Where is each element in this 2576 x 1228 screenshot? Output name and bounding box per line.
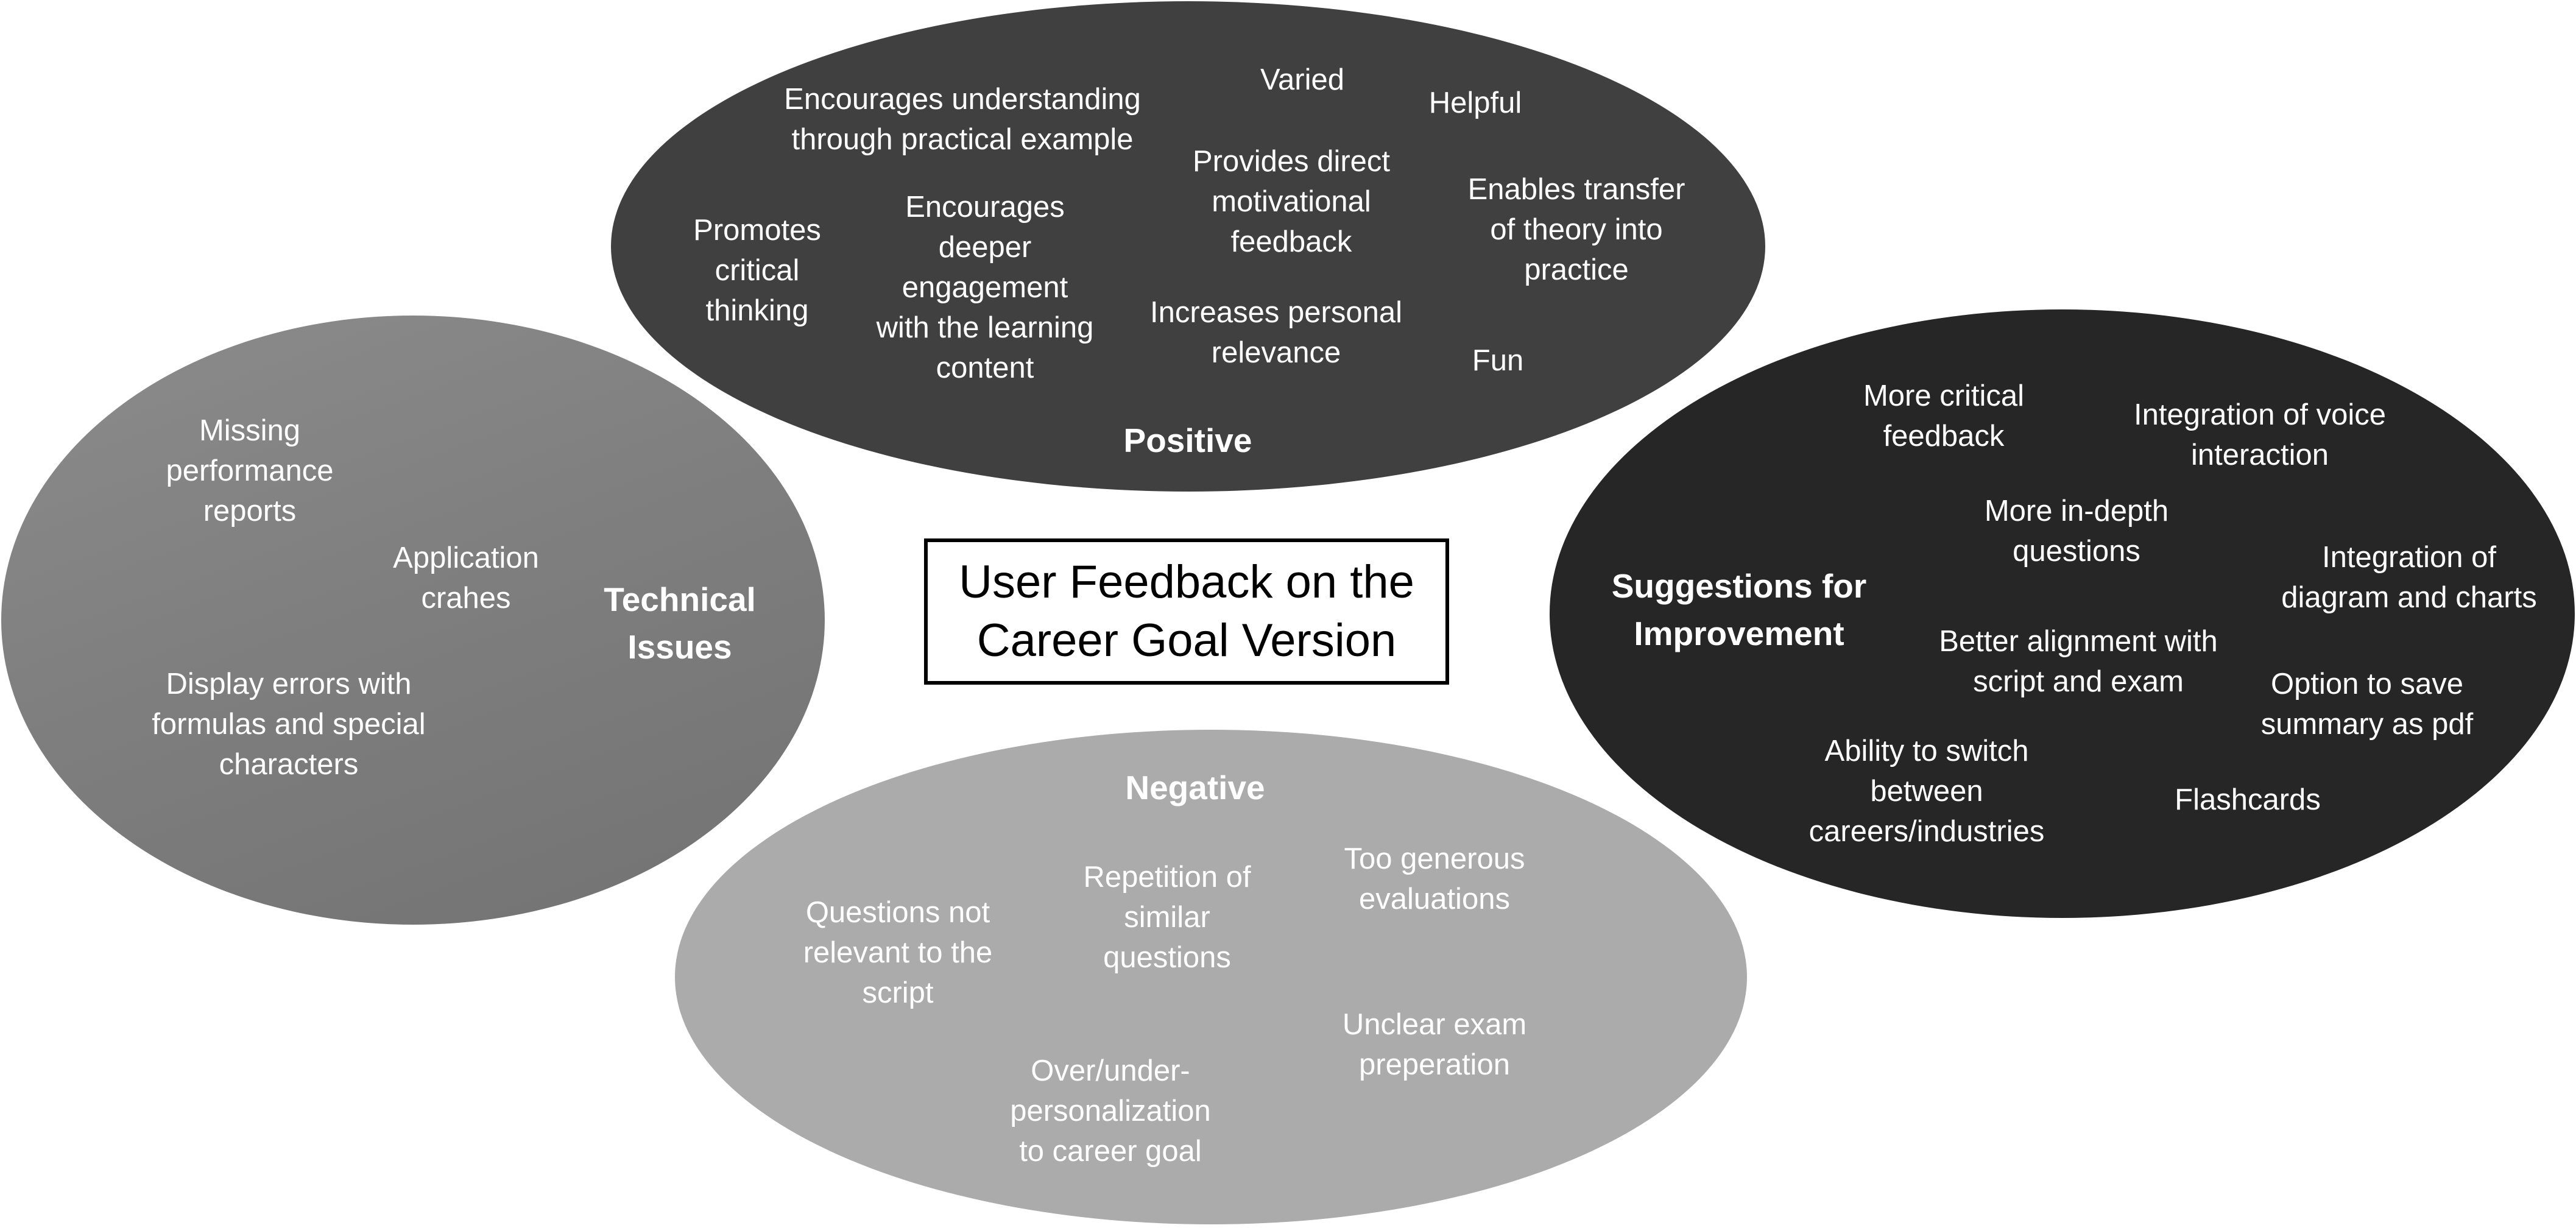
negative-item: Unclear exam preperation (1342, 1008, 1527, 1081)
suggestion-item: More critical feedback (1863, 379, 2025, 453)
negative-heading: Negative (1125, 769, 1265, 806)
negative-ellipse (675, 730, 1747, 1224)
diagram-title: User Feedback on the Career Goal Version (959, 556, 1414, 666)
technical-item: Application crahes (393, 542, 539, 615)
positive-item: Varied (1260, 63, 1344, 96)
suggestion-item: Integration of voice interaction (2133, 398, 2387, 471)
negative-item: Too generous evaluations (1344, 842, 1525, 916)
positive-item: Fun (1472, 344, 1524, 377)
positive-item: Encourages understanding through practic… (784, 83, 1141, 156)
negative-item: Over/under- personalization to career go… (1010, 1054, 1211, 1168)
suggestion-item: Ability to switch between careers/indust… (1808, 735, 2045, 848)
positive-item: Helpful (1428, 86, 1522, 119)
suggestions-ellipse (1550, 309, 2575, 918)
positive-item: Increases personal relevance (1149, 296, 1402, 369)
suggestion-item: Better alignment with script and exam (1939, 625, 2218, 698)
positive-heading: Positive (1123, 422, 1252, 459)
positive-item: Provides direct motivational feedback (1192, 145, 1391, 258)
suggestion-item: Flashcards (2175, 783, 2321, 816)
positive-item: Encourages deeper engagement with the le… (876, 191, 1094, 384)
positive-item: Promotes critical thinking (693, 214, 821, 327)
technical-item: Missing performance reports (166, 414, 334, 528)
suggestion-item: More in-depth questions (1984, 495, 2169, 568)
negative-item: Repetition of similar questions (1083, 861, 1251, 974)
suggestions-heading: Suggestions for Improvement (1611, 567, 1867, 652)
technical-heading: Technical Issues (604, 580, 756, 666)
negative-item: Questions not relevant to the script (803, 896, 993, 1009)
technical-issues-ellipse (1, 316, 825, 925)
suggestion-item: Option to save summary as pdf (2260, 668, 2474, 741)
center-title-box: User Feedback on the Career Goal Version (924, 538, 1449, 685)
technical-item: Display errors with formulas and special… (152, 668, 426, 781)
positive-item: Enables transfer of theory into practice (1467, 173, 1685, 286)
positive-ellipse (611, 1, 1765, 492)
suggestion-item: Integration of diagram and charts (2281, 541, 2537, 614)
